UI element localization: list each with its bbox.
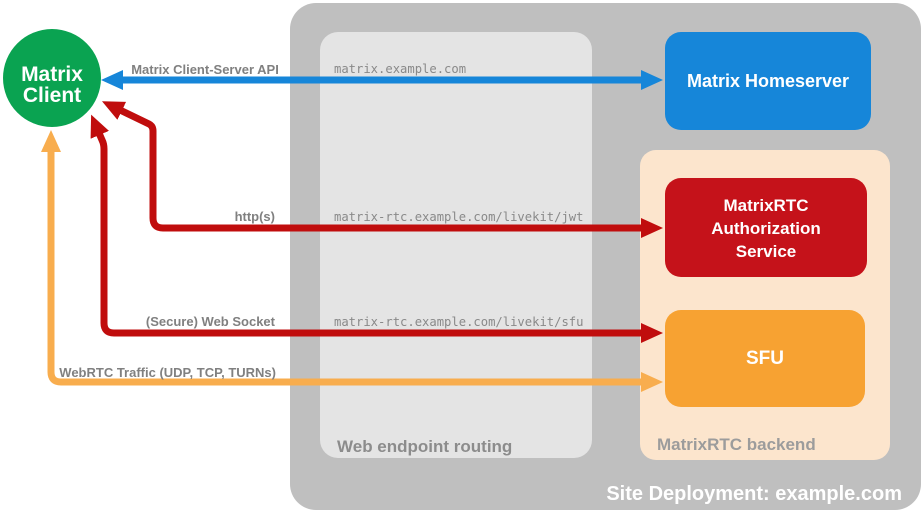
route-livekit-sfu: matrix-rtc.example.com/livekit/sfu: [334, 315, 583, 329]
matrix-client-label-line1: Matrix: [21, 63, 83, 86]
webrtc-edge-label: WebRTC Traffic (UDP, TCP, TURNs): [59, 365, 276, 380]
matrix-client-node: [3, 29, 101, 127]
sfu-node: [665, 310, 865, 407]
matrix-homeserver-label: Matrix Homeserver: [687, 71, 849, 91]
matrix-client-label-line2: Client: [23, 84, 81, 107]
route-livekit-jwt: matrix-rtc.example.com/livekit/jwt: [334, 210, 583, 224]
auth-service-label-line1: MatrixRTC: [723, 196, 808, 215]
matrixrtc-backend-caption: MatrixRTC backend: [657, 435, 816, 454]
auth-service-label-line3: Service: [736, 242, 797, 261]
web-endpoint-routing-box: [320, 32, 592, 458]
matrixrtc-authorization-service-node: [665, 178, 867, 277]
client-server-api-edge-label: Matrix Client-Server API: [131, 62, 279, 77]
websocket-edge-label: (Secure) Web Socket: [146, 314, 276, 329]
web-endpoint-routing-caption: Web endpoint routing: [337, 437, 512, 456]
auth-service-label-line2: Authorization: [711, 219, 821, 238]
matrix-homeserver-node: [665, 32, 871, 130]
https-edge-label: http(s): [235, 209, 275, 224]
site-deployment-caption: Site Deployment: example.com: [606, 483, 902, 505]
webrtc-arrow: [41, 130, 663, 392]
route-matrix-example-com: matrix.example.com: [334, 62, 466, 76]
sfu-label: SFU: [746, 348, 784, 369]
